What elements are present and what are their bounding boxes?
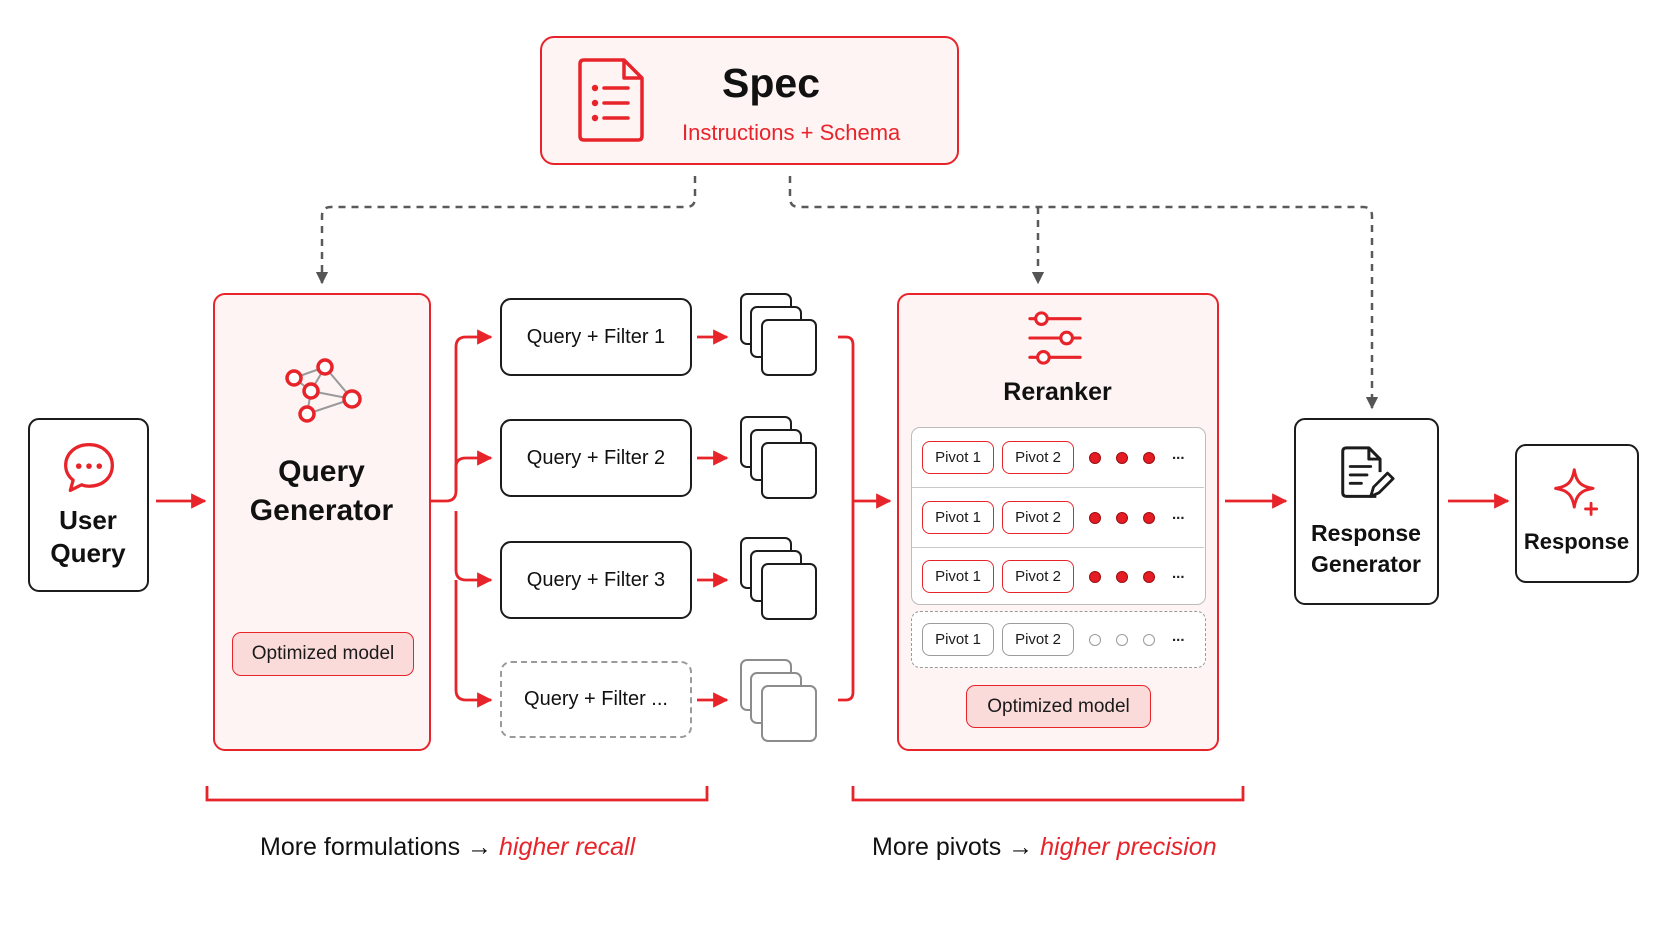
pivot-dot-filled: [1116, 452, 1128, 464]
precision-caption-emphasis: higher precision: [1040, 833, 1217, 861]
recall-bracket: [205, 786, 709, 802]
query-filter-3-box: Query + Filter 3: [500, 541, 692, 619]
spec-title: Spec: [722, 60, 820, 106]
document-list-icon: [578, 58, 644, 142]
sliders-icon: [1028, 311, 1082, 365]
recall-caption-emphasis: higher recall: [498, 833, 636, 861]
pivot-row-1: Pivot 1 Pivot 2 ...: [912, 428, 1204, 488]
pivot-table: Pivot 1 Pivot 2 ... Pivot 1 Pivot 2 ... …: [911, 427, 1206, 605]
spec-to-reranker-connector: [788, 176, 1379, 410]
user-query-label-line2: Query: [50, 538, 126, 568]
reranker-title: Reranker: [1003, 378, 1112, 406]
pivot-1-chip: Pivot 1: [922, 623, 994, 656]
pivot-row-candidate: Pivot 1 Pivot 2 ...: [911, 611, 1206, 668]
pivot-2-chip: Pivot 2: [1002, 441, 1074, 474]
result-stack-3-icon: [740, 537, 817, 620]
pivot-2-chip: Pivot 2: [1002, 623, 1074, 656]
pivot-dot-filled: [1089, 512, 1101, 524]
pivot-dot-filled: [1116, 571, 1128, 583]
results-merge-bracket: [838, 335, 855, 702]
result-stack-2-icon: [740, 416, 817, 499]
pivot-1-chip: Pivot 1: [922, 441, 994, 474]
result-stack-4-icon: [740, 659, 817, 742]
query-generator-label-line2: Generator: [249, 494, 394, 527]
generator-fanout-connector: [431, 329, 493, 503]
recall-caption: More formulations → higher recall: [260, 833, 635, 862]
spec-box: Spec Instructions + Schema: [540, 36, 959, 165]
precision-bracket: [851, 786, 1245, 802]
sparkle-icon: [1554, 468, 1599, 516]
pivot-dot-filled: [1089, 571, 1101, 583]
pivot-dot-empty: [1089, 634, 1101, 646]
result-stack-1-icon: [740, 293, 817, 376]
query-filter-1-box: Query + Filter 1: [500, 298, 692, 376]
generator-fanout-connector-3: [454, 511, 493, 588]
user-query-label-line1: User: [59, 505, 117, 535]
response-generator-box: Response Generator: [1294, 418, 1439, 605]
pivot-more-ellipsis: ...: [1172, 446, 1185, 463]
spec-to-query-generator-connector: [315, 176, 697, 285]
pivot-1-chip: Pivot 1: [922, 501, 994, 534]
query-filter-more-box: Query + Filter ...: [500, 661, 692, 738]
query-filter-2-box: Query + Filter 2: [500, 419, 692, 497]
spec-subtitle: Instructions + Schema: [682, 120, 901, 145]
query-generator-label-line1: Query: [278, 455, 365, 488]
response-box: Response: [1515, 444, 1639, 583]
pivot-1-chip: Pivot 1: [922, 560, 994, 593]
precision-caption: More pivots → higher precision: [872, 833, 1217, 862]
pivot-dot-empty: [1116, 634, 1128, 646]
network-graph-icon: [285, 358, 362, 423]
response-generator-label-line2: Generator: [1311, 551, 1421, 577]
pivot-dot-empty: [1143, 634, 1155, 646]
pivot-more-ellipsis: ...: [1172, 628, 1185, 645]
pivot-dot-filled: [1089, 452, 1101, 464]
reranker-box: Reranker Pivot 1 Pivot 2 ... Pivot 1 Piv…: [897, 293, 1219, 751]
pivot-2-chip: Pivot 2: [1002, 560, 1074, 593]
pivot-dot-filled: [1116, 512, 1128, 524]
generator-fanout-connector-4: [454, 580, 493, 708]
pivot-dot-filled: [1143, 512, 1155, 524]
pivot-dot-filled: [1143, 571, 1155, 583]
query-generator-box: Query Generator Optimized model: [213, 293, 431, 751]
generator-fanout-connector-2: [454, 450, 493, 491]
reranker-optimized-model-badge: Optimized model: [966, 685, 1151, 728]
precision-caption-prefix: More pivots →: [872, 833, 1034, 861]
pivot-dot-filled: [1143, 452, 1155, 464]
pivot-2-chip: Pivot 2: [1002, 501, 1074, 534]
response-label: Response: [1523, 529, 1630, 554]
pivot-more-ellipsis: ...: [1172, 506, 1185, 523]
response-generator-label-line1: Response: [1311, 520, 1421, 546]
pivot-row-2: Pivot 1 Pivot 2 ...: [912, 488, 1204, 548]
query-generator-optimized-model-badge: Optimized model: [232, 632, 414, 676]
document-edit-icon: [1341, 446, 1395, 498]
pivot-more-ellipsis: ...: [1172, 565, 1185, 582]
recall-caption-prefix: More formulations →: [260, 833, 493, 861]
chat-bubble-icon: [64, 443, 114, 493]
pivot-row-3: Pivot 1 Pivot 2 ...: [912, 548, 1204, 604]
user-query-box: User Query: [28, 418, 149, 592]
